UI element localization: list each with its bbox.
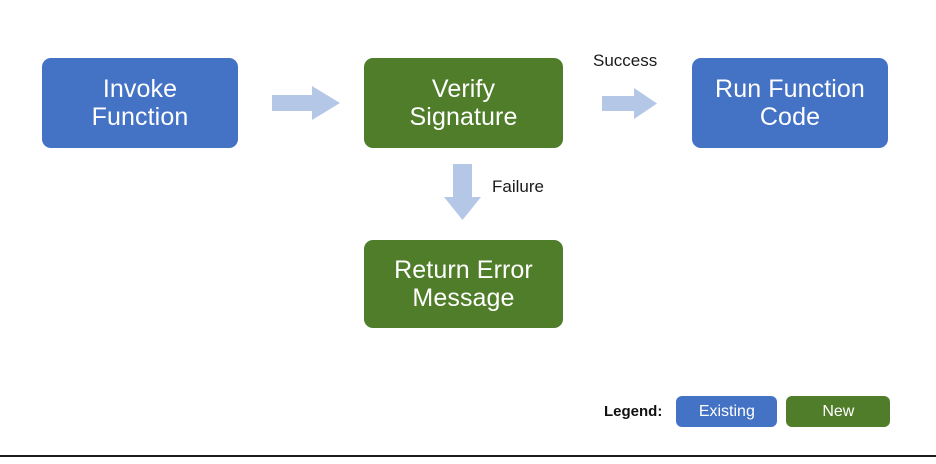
node-return-error-message[interactable]: Return Error Message [364, 240, 563, 328]
edge-label-success: Success [593, 51, 658, 70]
arrow-right-verify-to-run [602, 88, 657, 119]
node-invoke-function-label: Invoke Function [91, 74, 189, 132]
arrow-down-verify-to-error [444, 164, 481, 220]
legend-title: Legend: [604, 403, 663, 420]
node-return-error-message-label: Return Error Message [394, 255, 533, 313]
edge-label-failure: Failure [492, 177, 544, 196]
node-run-function-code-label: Run Function Code [715, 74, 865, 132]
node-invoke-function[interactable]: Invoke Function [42, 58, 238, 148]
legend-chip-existing-label: Existing [698, 402, 755, 420]
legend-chip-existing[interactable]: Existing [676, 396, 778, 427]
node-verify-signature-label: Verify Signature [409, 74, 518, 132]
legend-chip-new-label: New [822, 402, 855, 420]
arrow-right-invoke-to-verify [272, 86, 340, 120]
node-verify-signature[interactable]: Verify Signature [364, 58, 563, 148]
node-run-function-code[interactable]: Run Function Code [692, 58, 888, 148]
legend-chip-new[interactable]: New [786, 396, 891, 427]
bottom-divider [0, 455, 936, 457]
legend: Legend: Existing New [604, 396, 891, 427]
